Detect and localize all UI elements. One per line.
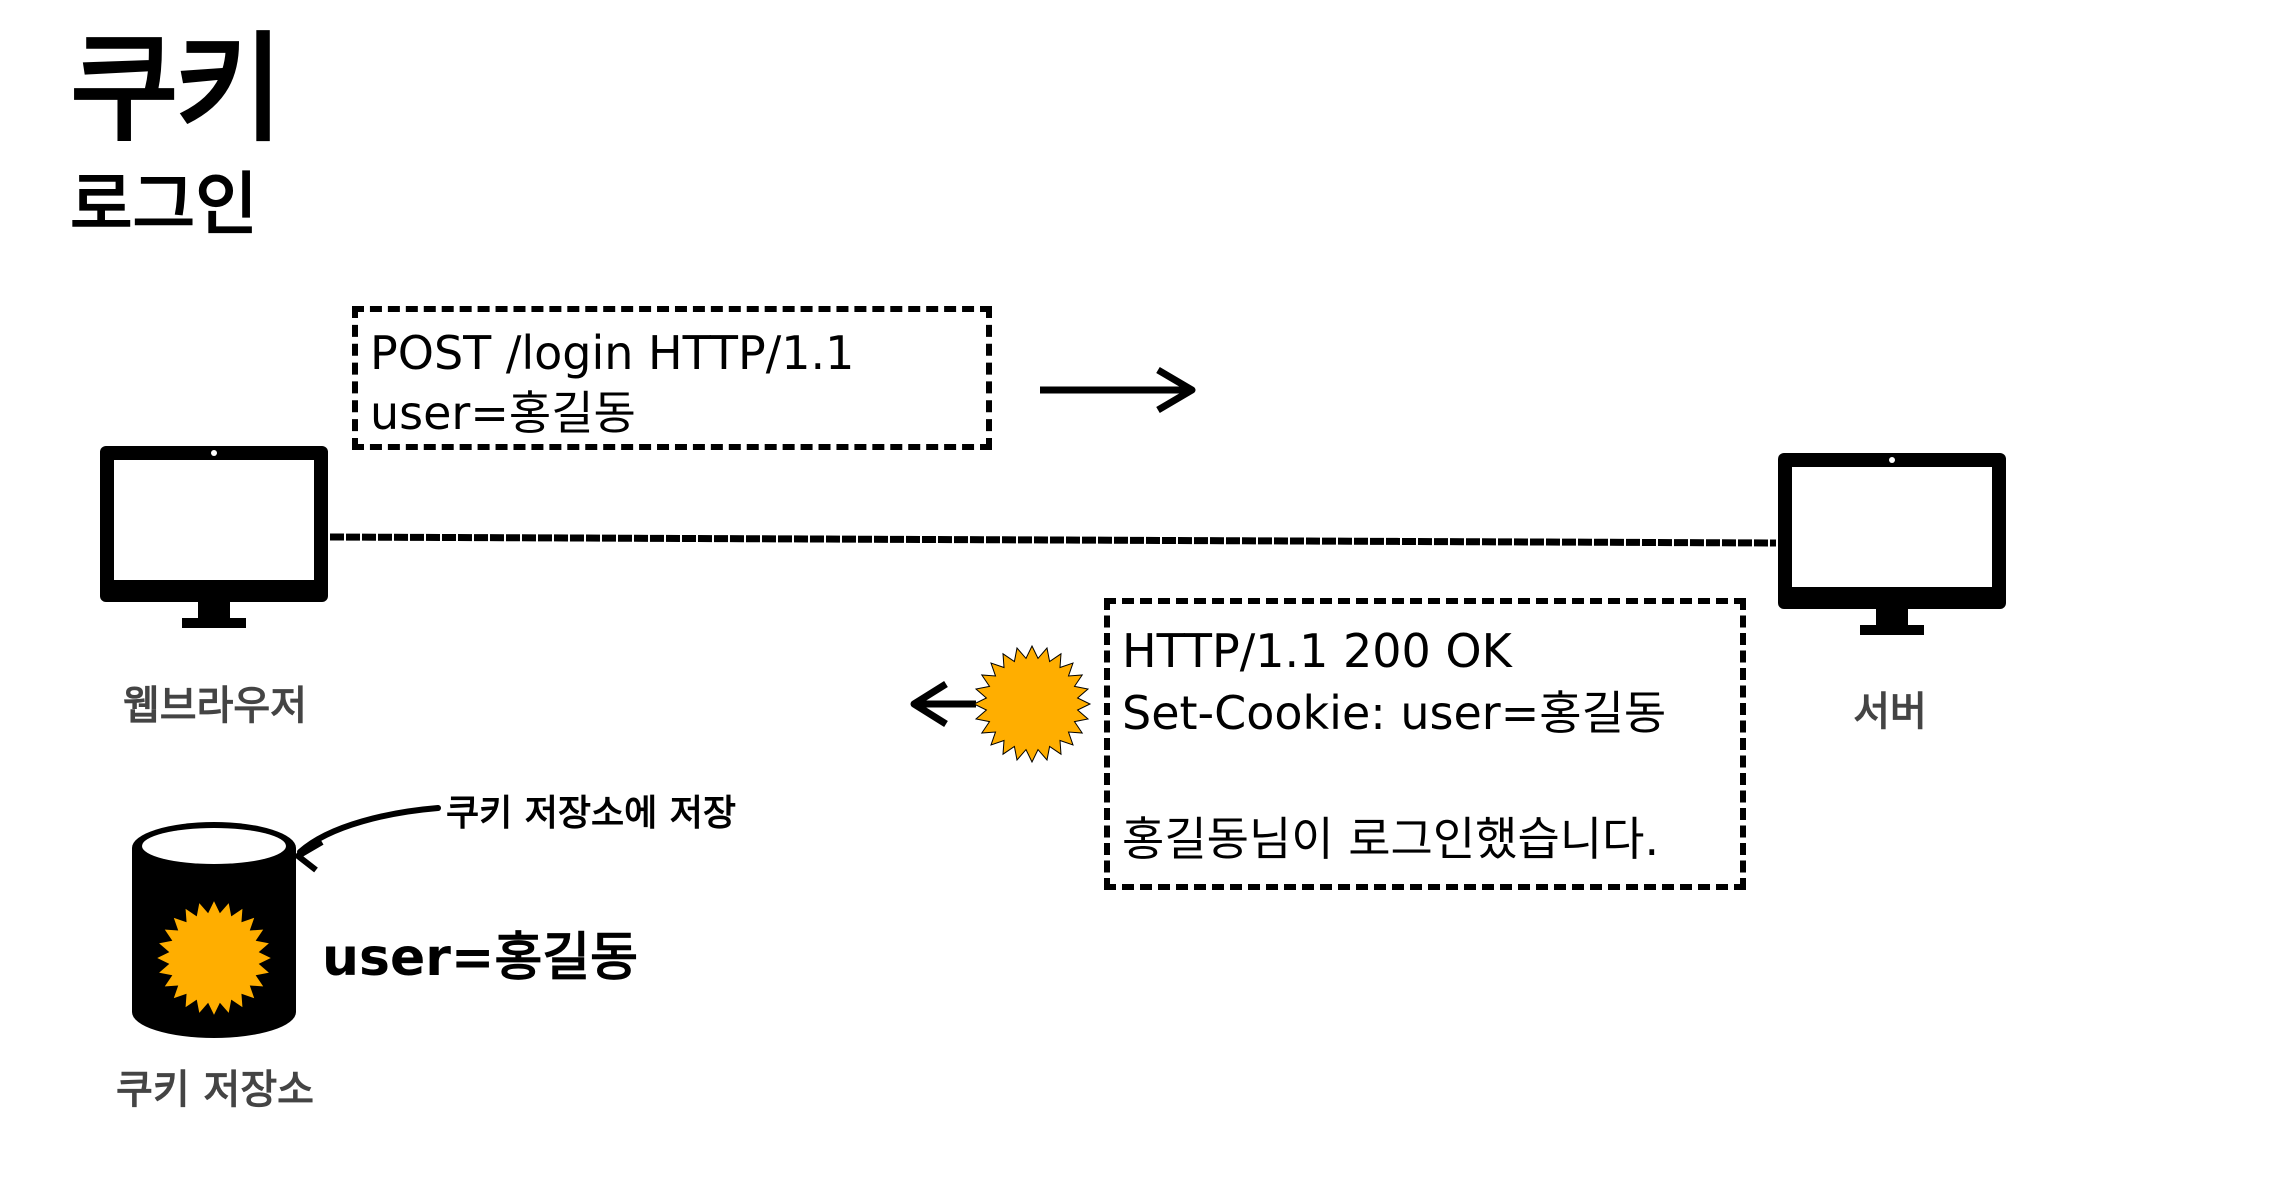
browser-monitor-icon (100, 446, 328, 628)
response-arrow (910, 681, 976, 727)
page-subtitle: 로그인 (70, 166, 258, 245)
client-label: 웹브라우저 (123, 683, 307, 729)
connection-line (329, 533, 1777, 547)
cookie-storage-icon (132, 822, 296, 1038)
storage-note: 쿠키 저장소에 저장 (446, 793, 737, 834)
request-body: user=홍길동 (370, 386, 636, 440)
request-message-box: POST /login HTTP/1.1 user=홍길동 (352, 306, 992, 450)
request-arrow (1040, 366, 1196, 414)
request-line: POST /login HTTP/1.1 (370, 326, 855, 380)
response-status-line: HTTP/1.1 200 OK (1122, 624, 1512, 678)
server-monitor-icon (1778, 453, 2006, 635)
page-title: 쿠키 (70, 20, 283, 158)
response-body: 홍길동님이 로그인했습니다. (1122, 812, 1660, 866)
storage-label: 쿠키 저장소 (116, 1067, 314, 1113)
cookie-burst-icon (972, 644, 1092, 764)
response-message-box: HTTP/1.1 200 OK Set-Cookie: user=홍길동 홍길동… (1104, 598, 1746, 890)
storage-note-arrow (295, 805, 441, 873)
stored-cookie-value: user=홍길동 (322, 928, 638, 988)
response-set-cookie-header: Set-Cookie: user=홍길동 (1122, 686, 1667, 740)
server-label: 서버 (1853, 689, 1927, 735)
